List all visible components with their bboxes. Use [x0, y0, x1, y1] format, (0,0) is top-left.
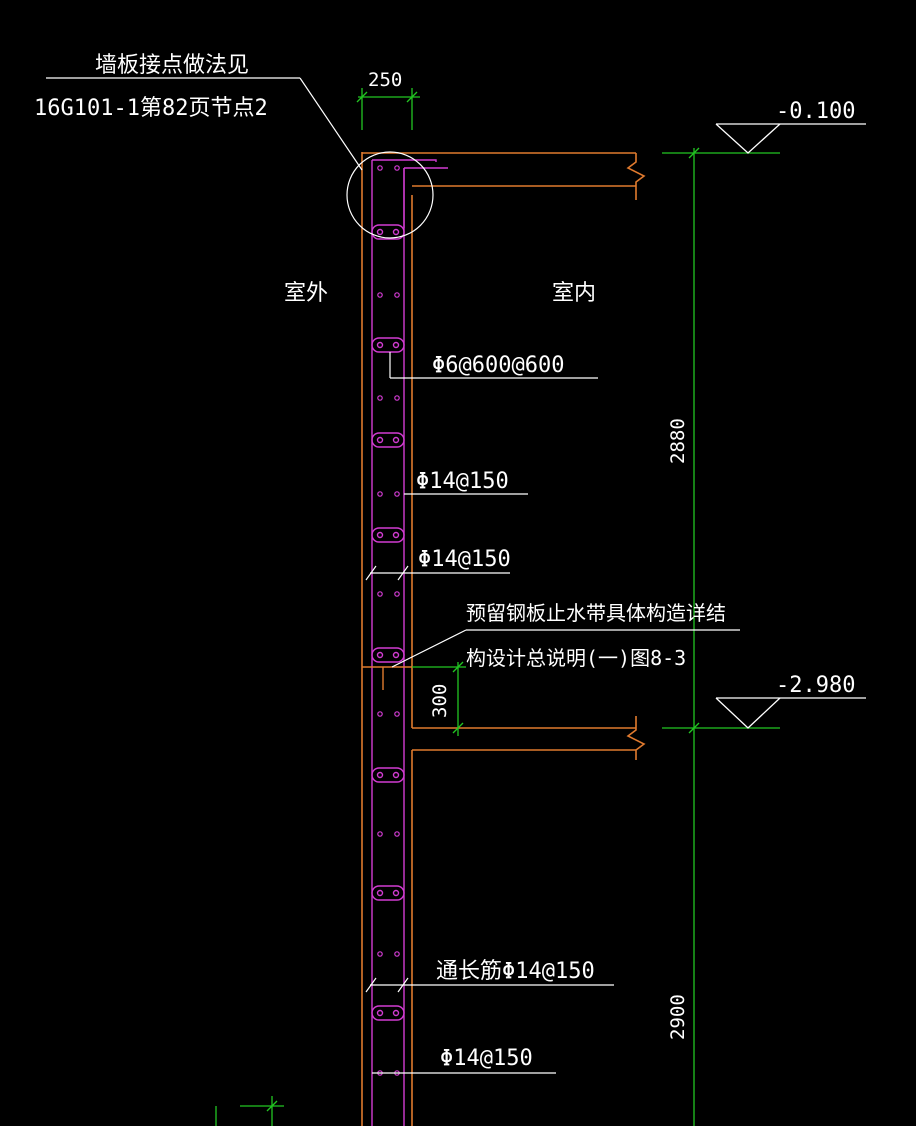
rebar-lines	[371, 159, 448, 1126]
elevation-markers	[715, 123, 866, 729]
tie-bar-dot	[376, 341, 384, 349]
distribution-bar-dot	[377, 165, 383, 171]
tie-loop	[371, 767, 405, 783]
tie-loop	[371, 885, 405, 901]
distribution-bar-dot	[394, 951, 400, 957]
dimension-lines	[215, 88, 780, 1126]
lower-height-label: 2900	[667, 994, 689, 1040]
distribution-bar-dot	[394, 831, 400, 837]
tie-loop	[371, 224, 405, 240]
distribution-bar-dot	[394, 395, 400, 401]
tie-bar-dot	[392, 341, 400, 349]
node-note-line2: 16G101-1第82页节点2	[34, 96, 268, 121]
waterstop-height-label: 300	[429, 684, 451, 718]
distribution-bars	[377, 165, 400, 1076]
tie-bar-dot	[376, 889, 384, 897]
wall-thickness-label: 250	[368, 69, 402, 91]
distribution-bar-dot	[377, 292, 383, 298]
tie-loop	[371, 432, 405, 448]
node-detail-circle	[346, 151, 434, 239]
inside-label: 室内	[552, 281, 596, 306]
distribution-bar-dot	[377, 491, 383, 497]
tie-bar-dot	[392, 771, 400, 779]
top-slab-break	[626, 153, 646, 200]
through-bar-label: 通长筋Φ14@150	[436, 959, 595, 984]
rebar-label-3: Φ14@150	[440, 1046, 533, 1071]
tie-bar-dot	[392, 889, 400, 897]
tie-loop	[371, 1005, 405, 1021]
tie-bar-dot	[392, 228, 400, 236]
node-note-line1: 墙板接点做法见	[95, 53, 249, 78]
distribution-bar-dot	[394, 711, 400, 717]
tie-bar-dot	[376, 651, 384, 659]
distribution-bar-dot	[394, 292, 400, 298]
distribution-bar-dot	[377, 831, 383, 837]
tie-loop	[371, 527, 405, 543]
elevation-top-label: -0.100	[776, 99, 855, 124]
tie-bar-dot	[376, 531, 384, 539]
outside-label: 室外	[284, 281, 328, 306]
leader-lines	[46, 77, 740, 1074]
waterstop-plate	[362, 666, 412, 690]
distribution-bar-dot	[377, 711, 383, 717]
tie-bar-dot	[376, 771, 384, 779]
top-hook-outer	[372, 159, 437, 162]
tie-bar-dot	[376, 228, 384, 236]
tie-bar-dot	[376, 1009, 384, 1017]
tie-bar-dot	[376, 436, 384, 444]
distribution-bar-dot	[394, 491, 400, 497]
tie-bar-dot	[392, 1009, 400, 1017]
waterstop-note-line2: 构设计总说明(一)图8-3	[466, 646, 686, 670]
distribution-bar-dot	[394, 165, 400, 171]
waterstop-note-line1: 预留钢板止水带具体构造详结	[466, 601, 726, 625]
tie-bar-dot	[392, 436, 400, 444]
distribution-bar-dot	[377, 951, 383, 957]
tie-bar-dot	[392, 651, 400, 659]
distribution-bar-dot	[377, 395, 383, 401]
distribution-bar-dot	[394, 591, 400, 597]
upper-height-label: 2880	[667, 418, 689, 464]
tie-loop	[371, 337, 405, 353]
tie-bars	[371, 224, 405, 1021]
rebar-label-1: Φ14@150	[416, 469, 509, 494]
tie-bar-label: Φ6@600@600	[432, 353, 564, 378]
concrete-outline	[361, 152, 646, 1126]
tie-bar-dot	[392, 531, 400, 539]
elevation-mid-label: -2.980	[776, 673, 855, 698]
mid-slab-break	[626, 716, 646, 760]
rebar-label-2: Φ14@150	[418, 547, 511, 572]
tie-loop	[371, 647, 405, 663]
distribution-bar-dot	[377, 591, 383, 597]
